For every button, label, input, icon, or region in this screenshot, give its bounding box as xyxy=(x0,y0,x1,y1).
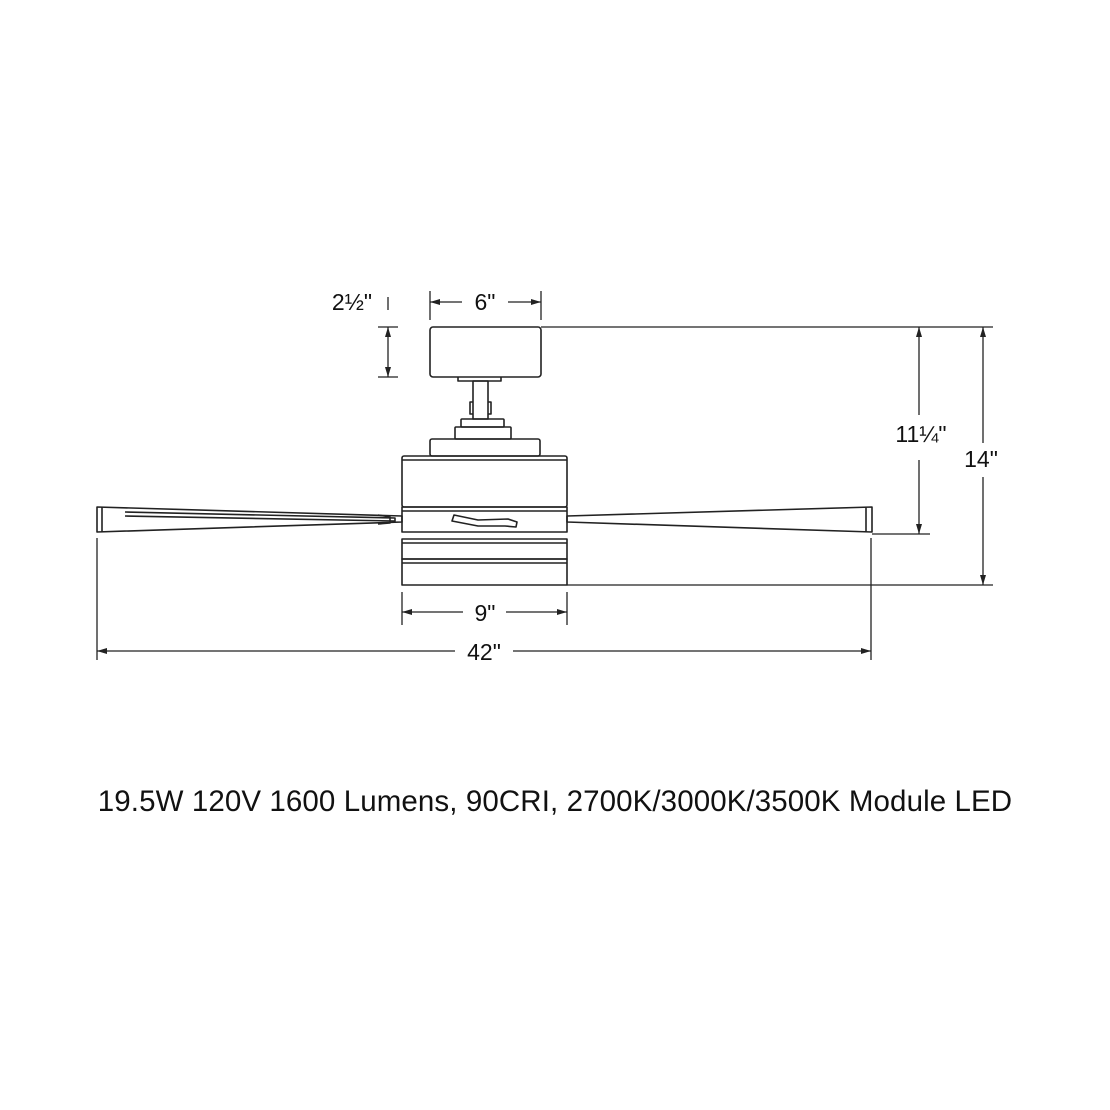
fan-outline xyxy=(96,326,873,586)
downrod-shoulder-left xyxy=(469,401,473,415)
dimension-lines xyxy=(96,291,993,660)
canopy xyxy=(429,326,542,378)
arrow-canopy-height-bottom xyxy=(385,367,391,377)
arrow-ceiling-to-blade-bottom xyxy=(916,524,922,534)
blade-left xyxy=(96,506,403,533)
arrow-overall-height-top xyxy=(980,327,986,337)
motor-collar-top xyxy=(460,418,505,428)
label-ceiling-to-blade: 11¼" xyxy=(895,421,946,447)
blade-left-inner xyxy=(124,511,396,522)
specs-caption: 19.5W 120V 1600 Lumens, 90CRI, 2700K/300… xyxy=(97,785,1013,818)
blade-right xyxy=(566,506,873,533)
label-overall-height: 14" xyxy=(964,446,998,472)
arrow-overall-height-bottom xyxy=(980,575,986,585)
arrow-ceiling-to-blade-top xyxy=(916,327,922,337)
motor-cap xyxy=(429,438,541,457)
arrow-canopy-height-top xyxy=(385,327,391,337)
light-band-upper xyxy=(401,538,568,560)
arrow-canopy-width-right xyxy=(531,299,541,305)
arrow-body-width-left xyxy=(402,609,412,615)
arrow-canopy-width-left xyxy=(430,299,440,305)
label-overall-span: 42" xyxy=(467,639,501,665)
light-band-lower xyxy=(401,558,568,586)
arrow-span-right xyxy=(861,648,871,654)
motor-collar xyxy=(454,426,512,440)
downrod-shoulder-right xyxy=(488,401,492,415)
arrow-body-width-right xyxy=(557,609,567,615)
downrod xyxy=(472,380,489,420)
arrow-span-left xyxy=(97,648,107,654)
label-body-width: 9" xyxy=(475,600,496,626)
dimension-arrows xyxy=(97,299,986,654)
blade-iron xyxy=(451,514,518,528)
blade-left-root xyxy=(377,514,391,525)
label-canopy-height: 2½" xyxy=(332,289,372,315)
motor-housing xyxy=(401,455,568,508)
label-canopy-width: 6" xyxy=(475,289,496,315)
